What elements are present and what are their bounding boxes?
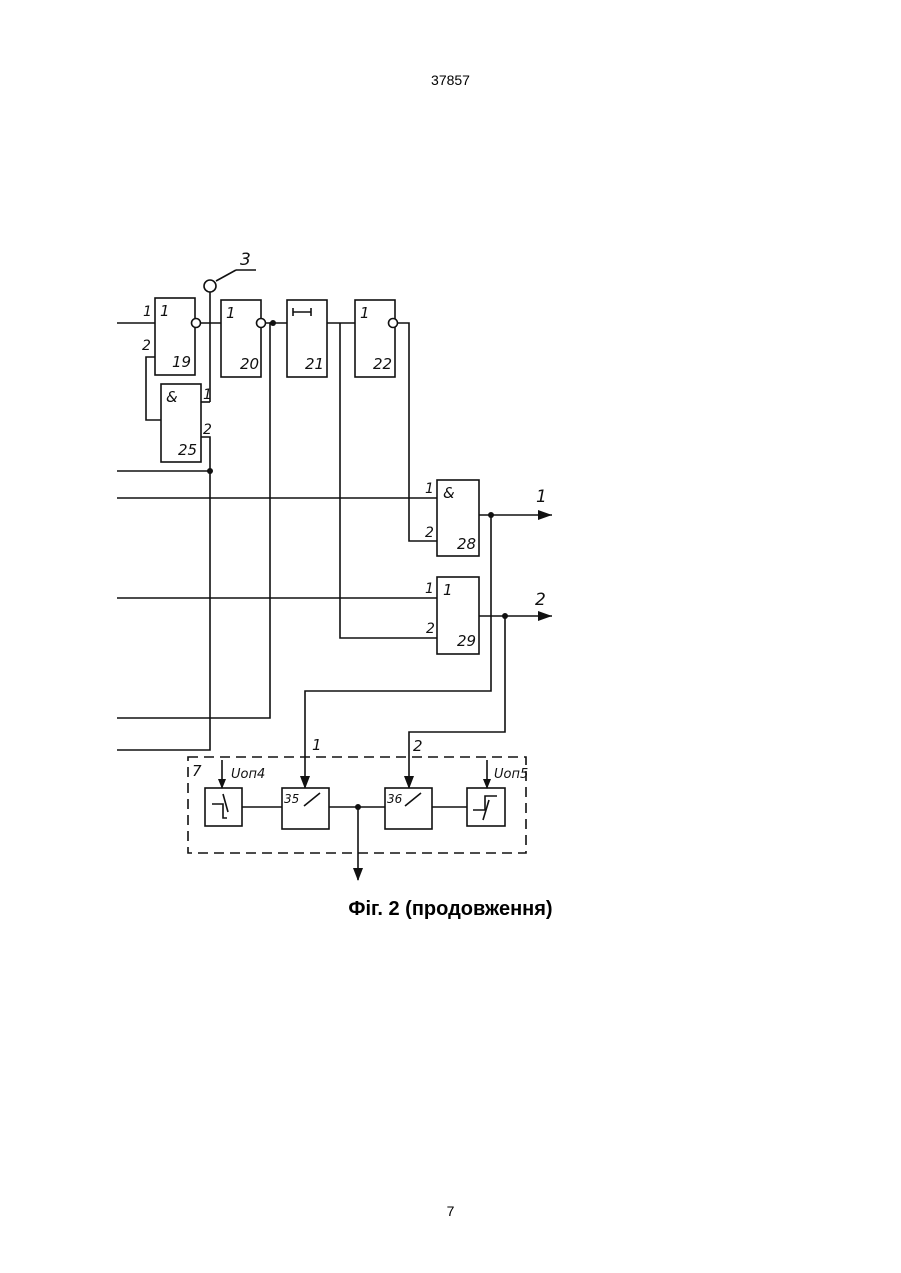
wire-22-28 xyxy=(398,323,437,541)
pin-28-1: 1 xyxy=(425,481,434,497)
pin-28-2: 2 xyxy=(425,525,434,541)
wire-20-down xyxy=(117,323,273,718)
comparator-right xyxy=(467,788,505,826)
pin-25-2: 2 xyxy=(203,422,212,438)
arrow-out-1 xyxy=(538,510,552,520)
terminal-3 xyxy=(204,280,216,292)
uref4-label: Uоп4 xyxy=(231,767,265,782)
arrow-to-36 xyxy=(404,776,414,789)
block-22-number: 22 xyxy=(373,355,392,373)
terminal-3-label: 3 xyxy=(240,250,251,270)
block-25-symbol: & xyxy=(166,388,178,406)
wire-25-pin2 xyxy=(117,437,210,750)
switch-36-number: 36 xyxy=(387,792,403,806)
block-25-number: 25 xyxy=(178,441,197,459)
block-20-inverter xyxy=(257,319,266,328)
block-20-number: 20 xyxy=(240,355,259,373)
uref5-label: Uоп5 xyxy=(494,767,528,782)
block-29-number: 29 xyxy=(457,632,476,650)
block-22-symbol: 1 xyxy=(360,304,370,322)
block-29-symbol: 1 xyxy=(443,581,453,599)
arrow-out-2 xyxy=(538,611,552,621)
arrow-to-35 xyxy=(300,776,310,789)
unit7-in2-label: 2 xyxy=(413,737,423,755)
block-19-number: 19 xyxy=(172,353,191,371)
pin-29-2: 2 xyxy=(426,621,435,637)
switch-35-number: 35 xyxy=(284,792,299,806)
pin-25-1: 1 xyxy=(203,387,212,403)
unit7-in1-label: 1 xyxy=(312,736,322,754)
figure-caption: Фіг. 2 (продовження) xyxy=(0,898,901,921)
block-19-symbol: 1 xyxy=(160,302,170,320)
arrow-unit7-out xyxy=(353,868,363,881)
block-21-number: 21 xyxy=(305,355,324,373)
unit-7-label: 7 xyxy=(192,762,202,780)
block-28-symbol: & xyxy=(443,484,455,502)
output-2-label: 2 xyxy=(535,590,546,610)
pin-19-2: 2 xyxy=(142,338,151,354)
page-number: 7 xyxy=(0,1203,901,1219)
figure-caption-text: Фіг. 2 (продовження) xyxy=(348,898,552,920)
pin-29-1: 1 xyxy=(425,581,434,597)
block-22-inverter xyxy=(389,319,398,328)
block-28-number: 28 xyxy=(457,535,476,553)
output-1-label: 1 xyxy=(536,487,547,507)
block-20-symbol: 1 xyxy=(226,304,236,322)
junction-a xyxy=(207,468,213,474)
pin-19-1: 1 xyxy=(143,304,152,320)
block-19-inverter xyxy=(192,319,201,328)
